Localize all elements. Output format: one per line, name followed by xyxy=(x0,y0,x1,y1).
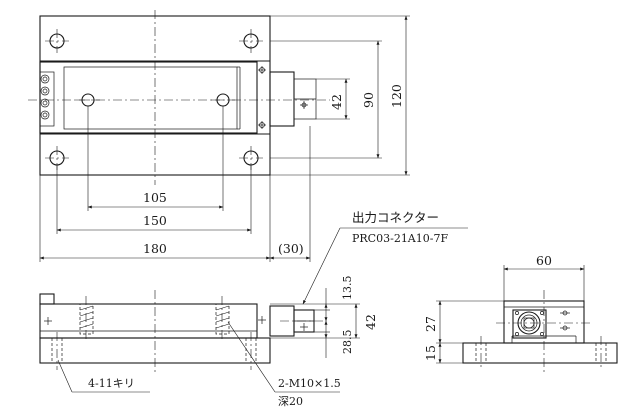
plan-view: 105 150 180 (30) 42 90 120 xyxy=(28,10,410,262)
tapped-holes-callout: 2-M10×1.5 xyxy=(278,377,341,390)
dim-28-5: 28.5 xyxy=(341,330,354,355)
side-view: 4-11キリ 2-M10×1.5 深20 13.5 28.5 42 xyxy=(39,276,378,408)
terminal-screws xyxy=(39,71,55,127)
holes-callout: 4-11キリ xyxy=(88,377,135,390)
dim-180: 180 xyxy=(143,241,167,256)
dim-42-side: 42 xyxy=(363,314,378,330)
dim-90: 90 xyxy=(361,92,376,108)
dim-60: 60 xyxy=(536,253,552,268)
dim-15: 15 xyxy=(423,345,438,361)
dim-105: 105 xyxy=(143,190,167,205)
dim-150: 150 xyxy=(143,213,167,228)
tapped-depth-callout: 深20 xyxy=(278,395,303,408)
connector-plan xyxy=(269,71,317,127)
dim-30: (30) xyxy=(278,241,304,256)
mount-holes-hidden xyxy=(51,338,257,363)
end-view: 60 27 15 xyxy=(423,253,618,372)
side-sensor-body xyxy=(39,303,258,339)
dim-13-5: 13.5 xyxy=(341,276,354,301)
mounting-holes xyxy=(45,29,263,170)
sensor-body xyxy=(39,61,258,134)
dim-120: 120 xyxy=(389,84,404,108)
tapped-holes-hidden xyxy=(79,303,230,335)
connector-callout: 出力コネクター PRC03-21A10-7F xyxy=(302,210,468,305)
dim-27: 27 xyxy=(423,316,438,332)
dim-42-top: 42 xyxy=(329,94,344,110)
inner-window xyxy=(63,66,238,130)
connector-face xyxy=(512,309,547,339)
connector-title: 出力コネクター xyxy=(352,210,439,225)
connector-part-number: PRC03-21A10-7F xyxy=(352,232,448,245)
small-screws xyxy=(258,66,308,129)
